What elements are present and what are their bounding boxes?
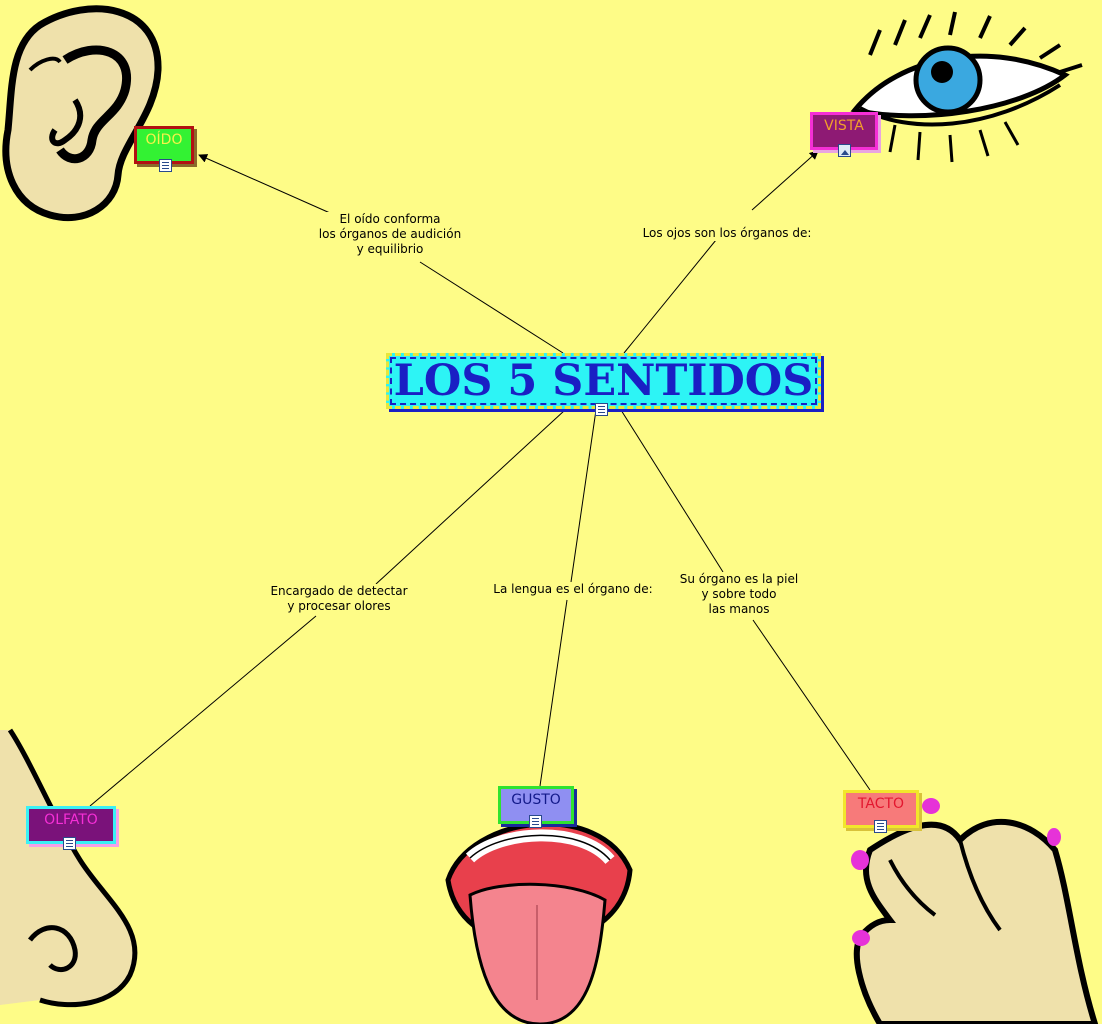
line-gusto-lower xyxy=(539,599,568,787)
document-icon[interactable] xyxy=(874,820,887,833)
document-icon[interactable] xyxy=(159,159,172,172)
connector-lines xyxy=(89,150,871,807)
line-olfato-upper xyxy=(375,409,566,585)
line-tacto-upper xyxy=(620,409,724,573)
document-icon[interactable] xyxy=(595,403,608,416)
line-gusto-upper xyxy=(570,409,597,583)
link-label-olfato: Encargado de detectar y procesar olores xyxy=(262,584,416,614)
line-tacto-lower xyxy=(752,619,871,791)
link-label-tacto: Su órgano es la piel y sobre todo las ma… xyxy=(670,572,808,617)
link-label-gusto: La lengua es el órgano de: xyxy=(484,582,662,597)
nose-illustration xyxy=(0,728,138,1008)
document-icon[interactable] xyxy=(529,815,542,828)
line-vista-upper xyxy=(751,150,819,211)
document-icon[interactable] xyxy=(63,837,76,850)
eye-illustration xyxy=(850,11,1083,163)
ear-illustration xyxy=(2,5,162,222)
main-concept-title[interactable]: LOS 5 SENTIDOS xyxy=(386,353,821,409)
link-label-vista: Los ojos son los órganos de: xyxy=(633,226,821,241)
hand-illustration xyxy=(851,798,1099,1024)
mouth-illustration xyxy=(445,821,633,1024)
line-oido-lower xyxy=(419,261,564,354)
image-icon[interactable] xyxy=(838,144,851,157)
line-vista-lower xyxy=(623,239,717,354)
line-oido-upper xyxy=(198,154,331,214)
link-label-oido: El oído conforma los órganos de audición… xyxy=(307,212,473,257)
line-olfato-lower xyxy=(89,615,317,807)
